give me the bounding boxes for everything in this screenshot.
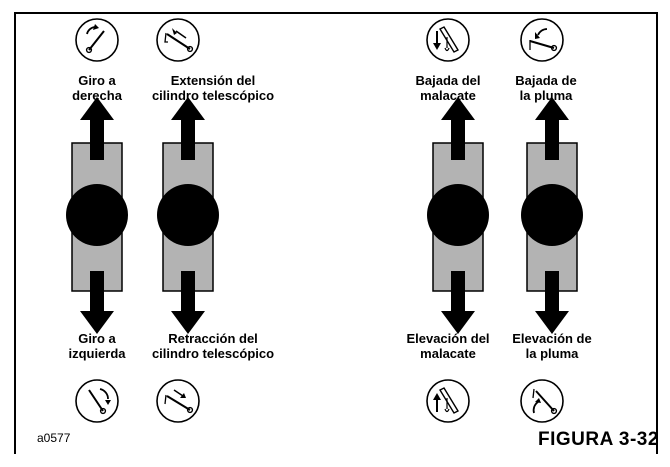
label-line: Extensión del	[170, 73, 256, 88]
hoist-lower-icon	[426, 18, 470, 62]
hoist-raise-icon	[426, 379, 470, 423]
label-hoist-lower: Bajada del malacate	[403, 73, 493, 103]
label-line: la pluma	[519, 88, 573, 103]
telescope-retract-icon	[156, 379, 200, 423]
lever-telescope	[156, 96, 220, 335]
label-line: malacate	[420, 346, 476, 361]
label-line: Retracción del	[168, 331, 258, 346]
lever-swing	[65, 96, 129, 335]
label-line: izquierda	[68, 346, 126, 361]
label-telescope-extend: Extensión del cilindro telescópico	[133, 73, 293, 103]
lever-hoist	[426, 96, 490, 335]
label-swing-left: Giro a izquierda	[52, 331, 142, 361]
label-swing-right: Giro a derecha	[52, 73, 142, 103]
label-line: derecha	[72, 88, 122, 103]
label-boom-lower: Bajada de la pluma	[501, 73, 591, 103]
figure-frame	[14, 12, 658, 454]
label-line: Elevación de	[512, 331, 592, 346]
label-line: la pluma	[525, 346, 579, 361]
telescope-extend-icon	[156, 18, 200, 62]
lever-boom	[520, 96, 584, 335]
boom-lower-icon	[520, 18, 564, 62]
swing-left-icon	[75, 379, 119, 423]
label-line: Elevación del	[406, 331, 490, 346]
label-line: Bajada del	[415, 73, 481, 88]
label-line: malacate	[420, 88, 476, 103]
label-telescope-retract: Retracción del cilindro telescópico	[133, 331, 293, 361]
label-line: cilindro telescópico	[151, 346, 275, 361]
label-line: Bajada de	[515, 73, 577, 88]
swing-right-icon	[75, 18, 119, 62]
label-boom-raise: Elevación de la pluma	[497, 331, 607, 361]
figure-title: FIGURA 3-32	[538, 429, 659, 450]
label-line: Giro a	[78, 331, 116, 346]
label-line: Giro a	[78, 73, 116, 88]
label-line: cilindro telescópico	[151, 88, 275, 103]
boom-raise-icon	[520, 379, 564, 423]
label-hoist-raise: Elevación del malacate	[393, 331, 503, 361]
image-code: a0577	[37, 431, 71, 445]
